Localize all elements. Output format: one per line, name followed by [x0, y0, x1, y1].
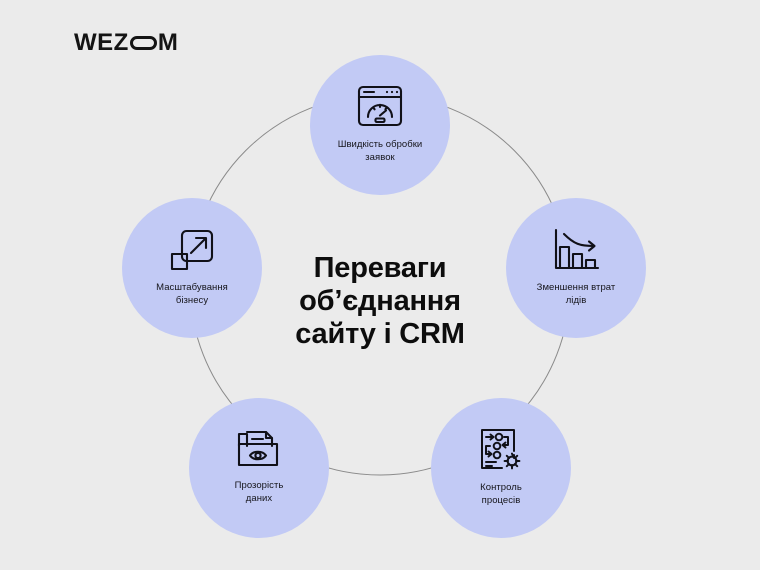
- page-title-line-2: об’єднання: [299, 285, 461, 317]
- logo-text-group: WEZ M: [74, 30, 178, 56]
- node-processes[interactable]: Контроль процесів: [431, 398, 571, 538]
- declining-bar-chart-icon: [549, 225, 603, 275]
- node-processes-label-line-2: процесів: [481, 494, 521, 506]
- node-leads-label-line-1: Зменшення втрат: [536, 282, 616, 293]
- node-scaling-label-line-2: бізнесу: [175, 294, 209, 306]
- node-speed-label-line-1: Швидкість обробки: [337, 139, 423, 150]
- node-processes-label-line-1: Контроль: [480, 482, 522, 493]
- node-speed[interactable]: Швидкість обробки заявок: [310, 55, 450, 195]
- process-flow-gear-icon: [474, 425, 528, 475]
- node-leads-label-line-2: лідів: [565, 294, 587, 306]
- node-scaling-label-line-1: Масштабування: [156, 282, 228, 293]
- node-leads[interactable]: Зменшення втрат лідів: [506, 198, 646, 338]
- node-processes-label: Контроль процесів: [439, 482, 563, 507]
- node-transparency[interactable]: Прозорість даних: [189, 398, 329, 538]
- folder-document-eye-icon: [232, 423, 286, 473]
- browser-speedometer-icon: [353, 82, 407, 132]
- node-scaling[interactable]: Масштабування бізнесу: [122, 198, 262, 338]
- node-transparency-label: Прозорість даних: [197, 480, 321, 505]
- page-title-line-3: сайту і CRM: [295, 318, 465, 350]
- node-transparency-label-line-1: Прозорість: [234, 480, 284, 491]
- logo-text-part1: WEZ: [74, 29, 129, 56]
- page-title-line-1: Переваги: [313, 252, 447, 284]
- node-speed-label-line-2: заявок: [365, 151, 395, 163]
- page-title: Переваги об’єднання сайту і CRM: [272, 252, 488, 351]
- node-speed-label: Швидкість обробки заявок: [318, 139, 442, 164]
- scale-expand-arrow-icon: [165, 225, 219, 275]
- logo-oval-icon: [129, 36, 157, 50]
- node-leads-label: Зменшення втрат лідів: [514, 282, 638, 307]
- node-scaling-label: Масштабування бізнесу: [130, 282, 254, 307]
- logo-text-part2: M: [157, 29, 179, 56]
- wezom-logo: WEZ M: [74, 30, 178, 56]
- node-transparency-label-line-2: даних: [245, 492, 273, 504]
